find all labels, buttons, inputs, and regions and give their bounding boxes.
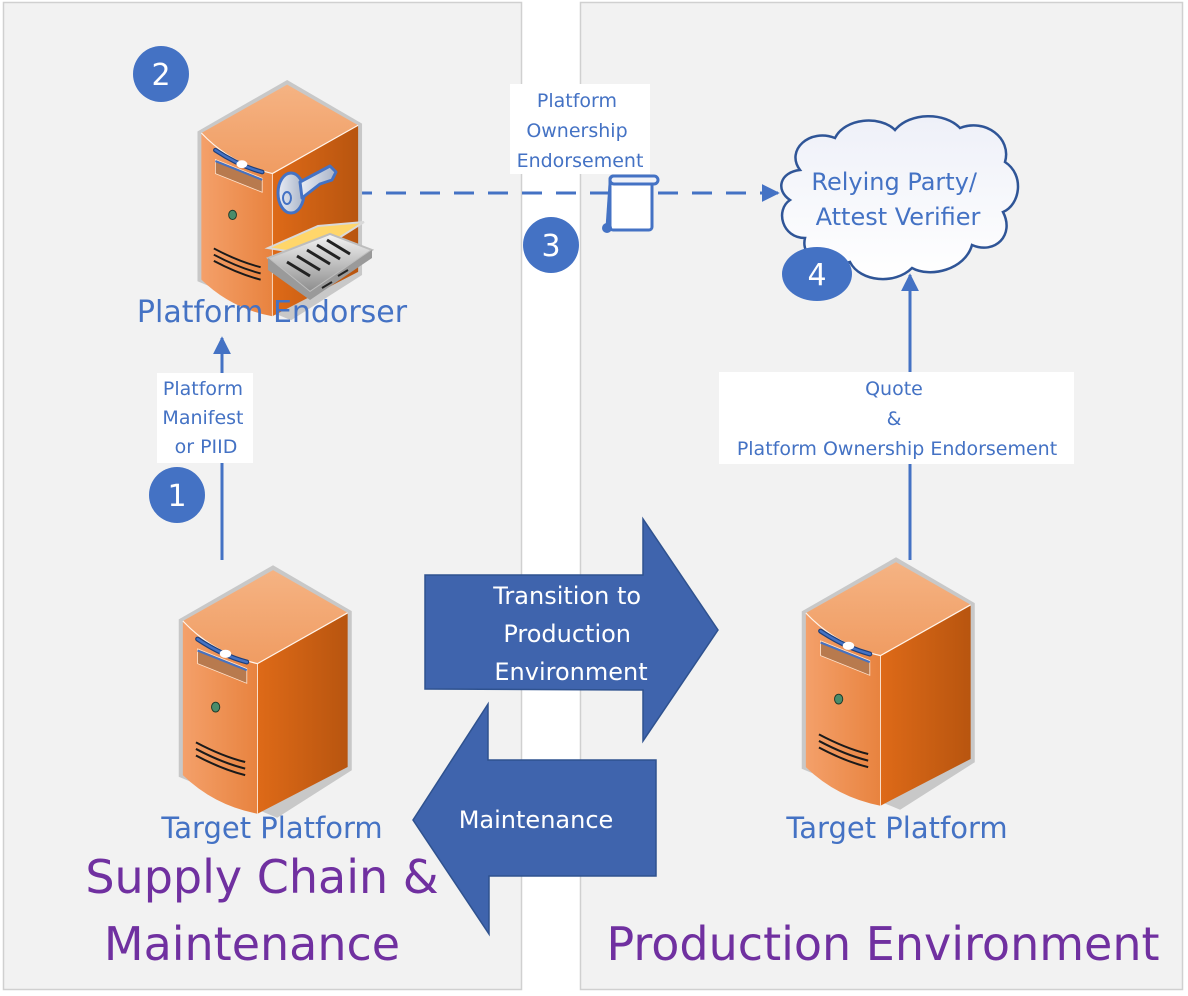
step-3-badge: 3	[523, 217, 579, 273]
flow-1-label-box	[157, 373, 253, 463]
step-2-number: 2	[151, 58, 170, 93]
maintenance-label: Maintenance	[459, 806, 614, 834]
step-4-badge: 4	[782, 247, 852, 301]
right-target-platform-label: Target Platform	[785, 811, 1007, 845]
transition-to-production-arrow	[424, 516, 719, 744]
maintenance-arrow	[412, 701, 657, 937]
supply-chain-title-line1: Supply Chain &	[85, 850, 438, 904]
flow-1-label: Platform Manifest or PIID	[162, 378, 249, 458]
cloud-icon	[780, 115, 1020, 281]
left-target-platform-label: Target Platform	[160, 811, 382, 845]
scroll-document-icon	[602, 174, 660, 233]
key-icon	[276, 164, 338, 215]
quote-label-box	[719, 372, 1074, 464]
quote-label: Quote & Platform Ownership Endorsement	[737, 378, 1057, 460]
flow-3-label: Platform Ownership Endorsement	[517, 90, 644, 172]
supply-chain-title-line2: Maintenance	[104, 917, 400, 971]
flow-3-label-box	[510, 84, 650, 174]
step-2-badge: 2	[133, 46, 189, 102]
scanner-icon	[264, 221, 375, 300]
platform-endorser-label: Platform Endorser	[137, 295, 408, 330]
verifier-label: Relying Party/ Attest Verifier	[811, 168, 984, 231]
transition-to-production-label: Transition to Production Environment	[492, 582, 648, 686]
step-1-badge: 1	[149, 467, 205, 523]
step-3-number: 3	[541, 229, 560, 264]
production-environment-title: Production Environment	[606, 917, 1159, 971]
step-4-number: 4	[807, 258, 826, 293]
step-1-number: 1	[167, 479, 186, 514]
